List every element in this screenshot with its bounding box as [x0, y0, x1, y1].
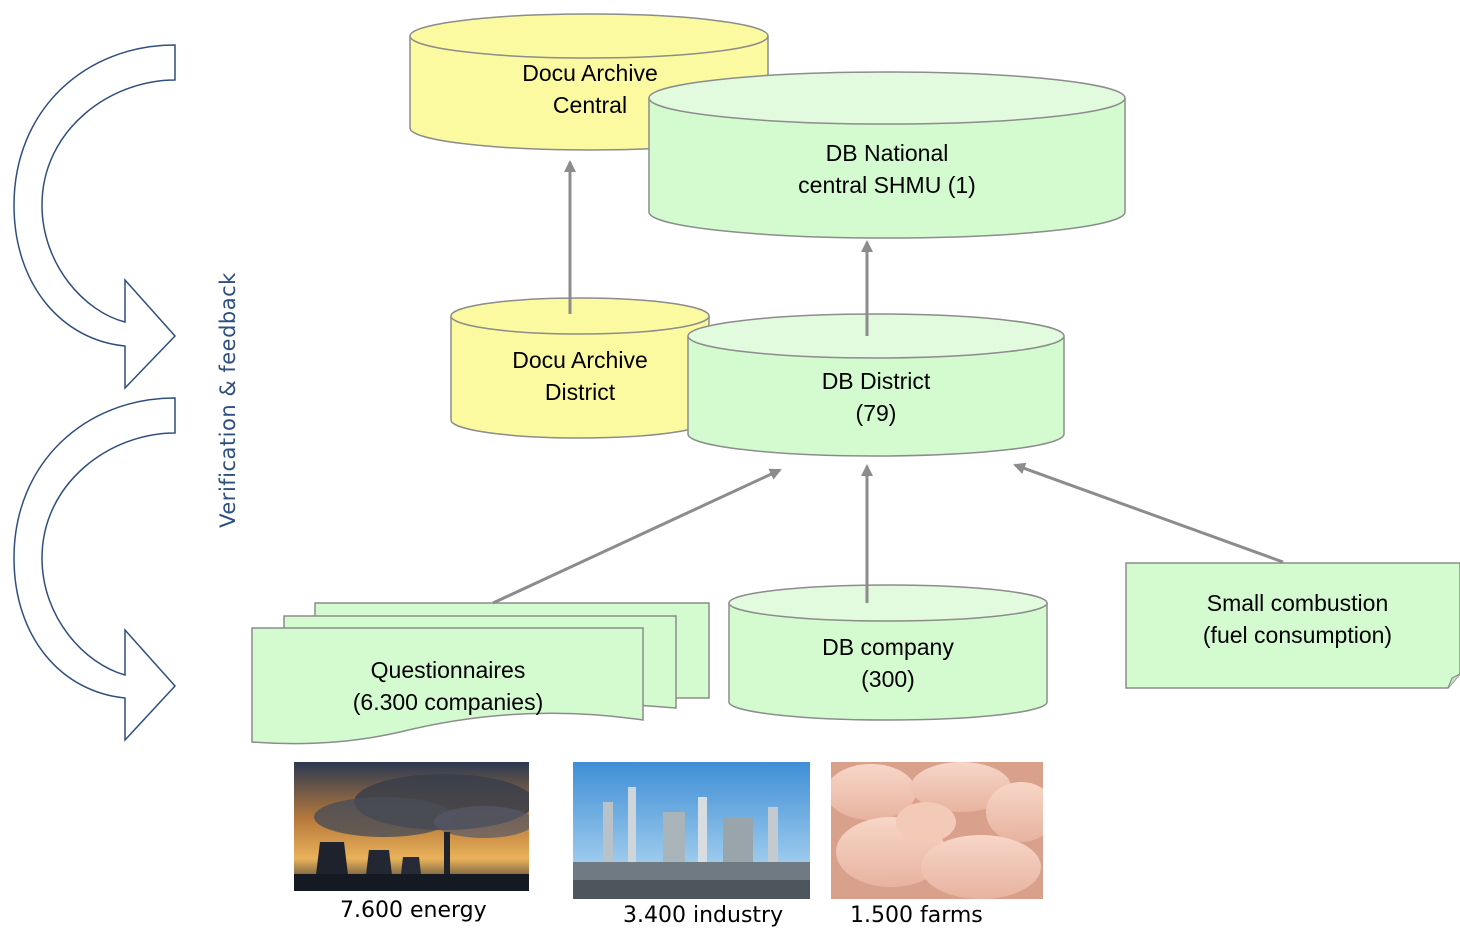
energy-caption: 7.600 energy	[340, 898, 487, 923]
db-national-cylinder	[648, 71, 1126, 239]
docu-archive-central-label: Docu Archive Central	[480, 57, 700, 121]
small-combustion-note	[1125, 562, 1460, 689]
docu-archive-district-line2: District	[544, 379, 616, 405]
db-district-label: DB District (79)	[776, 365, 976, 429]
db-district-cylinder	[687, 313, 1065, 457]
db-company-label: DB company (300)	[768, 631, 1008, 695]
small-combustion-line2: (fuel consumption)	[1202, 622, 1393, 648]
farms-caption: 1.500 farms	[850, 903, 983, 928]
docu-archive-district-label: Docu Archive District	[470, 344, 690, 408]
arrow-combustion-to-district	[1013, 462, 1284, 564]
db-district-line2: (79)	[855, 400, 897, 426]
curved-arrow-icon	[13, 44, 177, 390]
questionnaires-label: Questionnaires (6.300 companies)	[318, 654, 578, 718]
questionnaires-multidocument	[251, 602, 710, 745]
db-company-line1: DB company	[822, 634, 954, 660]
questionnaires-line2: (6.300 companies)	[352, 689, 544, 715]
curved-arrow-icon	[13, 397, 177, 742]
db-company-line2: (300)	[861, 666, 915, 692]
power-plant-photo	[294, 762, 529, 891]
small-combustion-line1: Small combustion	[1206, 590, 1389, 616]
flow-arrows	[492, 160, 1284, 605]
db-national-label: DB National central SHMU (1)	[737, 137, 1037, 201]
refinery-photo	[573, 762, 810, 899]
db-district-line1: DB District	[821, 368, 931, 394]
docu-archive-central-line2: Central	[552, 92, 628, 118]
verification-feedback-label: Verification & feedback	[216, 272, 240, 528]
arrow-questionnaires-to-district	[492, 468, 782, 605]
industry-caption: 3.400 industry	[623, 903, 784, 928]
docu-archive-district-line1: Docu Archive	[512, 347, 648, 373]
pigs-photo	[831, 762, 1043, 899]
db-national-line2: central SHMU (1)	[798, 172, 976, 198]
db-company-cylinder	[728, 584, 1048, 721]
small-combustion-label: Small combustion (fuel consumption)	[1160, 587, 1435, 651]
docu-archive-central-line1: Docu Archive	[522, 60, 658, 86]
db-national-line1: DB National	[825, 140, 949, 166]
questionnaires-line1: Questionnaires	[370, 657, 526, 683]
